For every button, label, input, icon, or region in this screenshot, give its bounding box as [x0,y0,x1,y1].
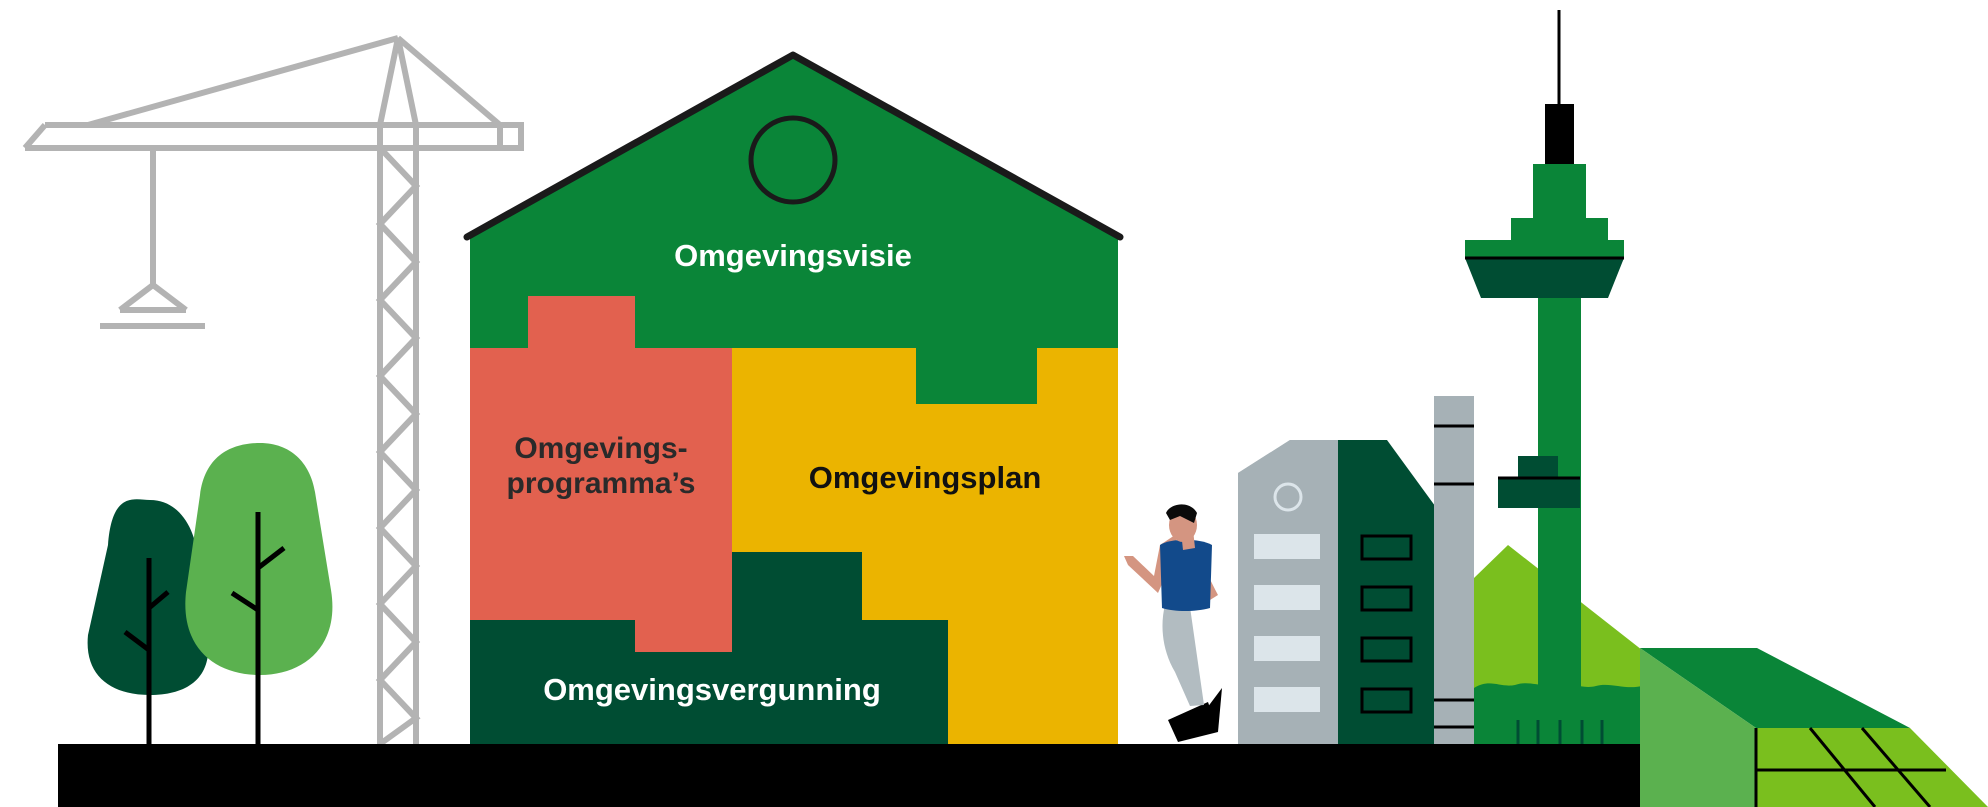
omgevingsvisie-label: Omgevingsvisie [674,238,912,273]
omgevingsprogrammas-label: Omgevings- programma’s [470,432,732,501]
ground [58,744,1640,807]
house-illustration [463,51,1124,744]
omgevingsvergunning-block [470,552,948,744]
omgevingsplan-label: Omgevingsplan [808,460,1042,495]
omgevingsplan-block [732,348,1118,744]
grey-building-illustration [1238,396,1474,744]
roof-line [463,51,1124,241]
solar-roof-illustration [1640,648,1988,807]
omgevingsprogrammas-label-line-1: Omgevings- [514,432,688,465]
omgevingsprogrammas-label-line-2: programma’s [506,466,696,500]
person-illustration [1124,504,1222,742]
omgevingsvergunning-label: Omgevingsvergunning [543,672,881,707]
trees-illustration [87,443,333,744]
omgevingsprogrammas-block [470,296,732,652]
attic-window-icon [748,115,838,205]
omgevingsvisie-block [470,55,1118,404]
crane-illustration [22,35,524,747]
